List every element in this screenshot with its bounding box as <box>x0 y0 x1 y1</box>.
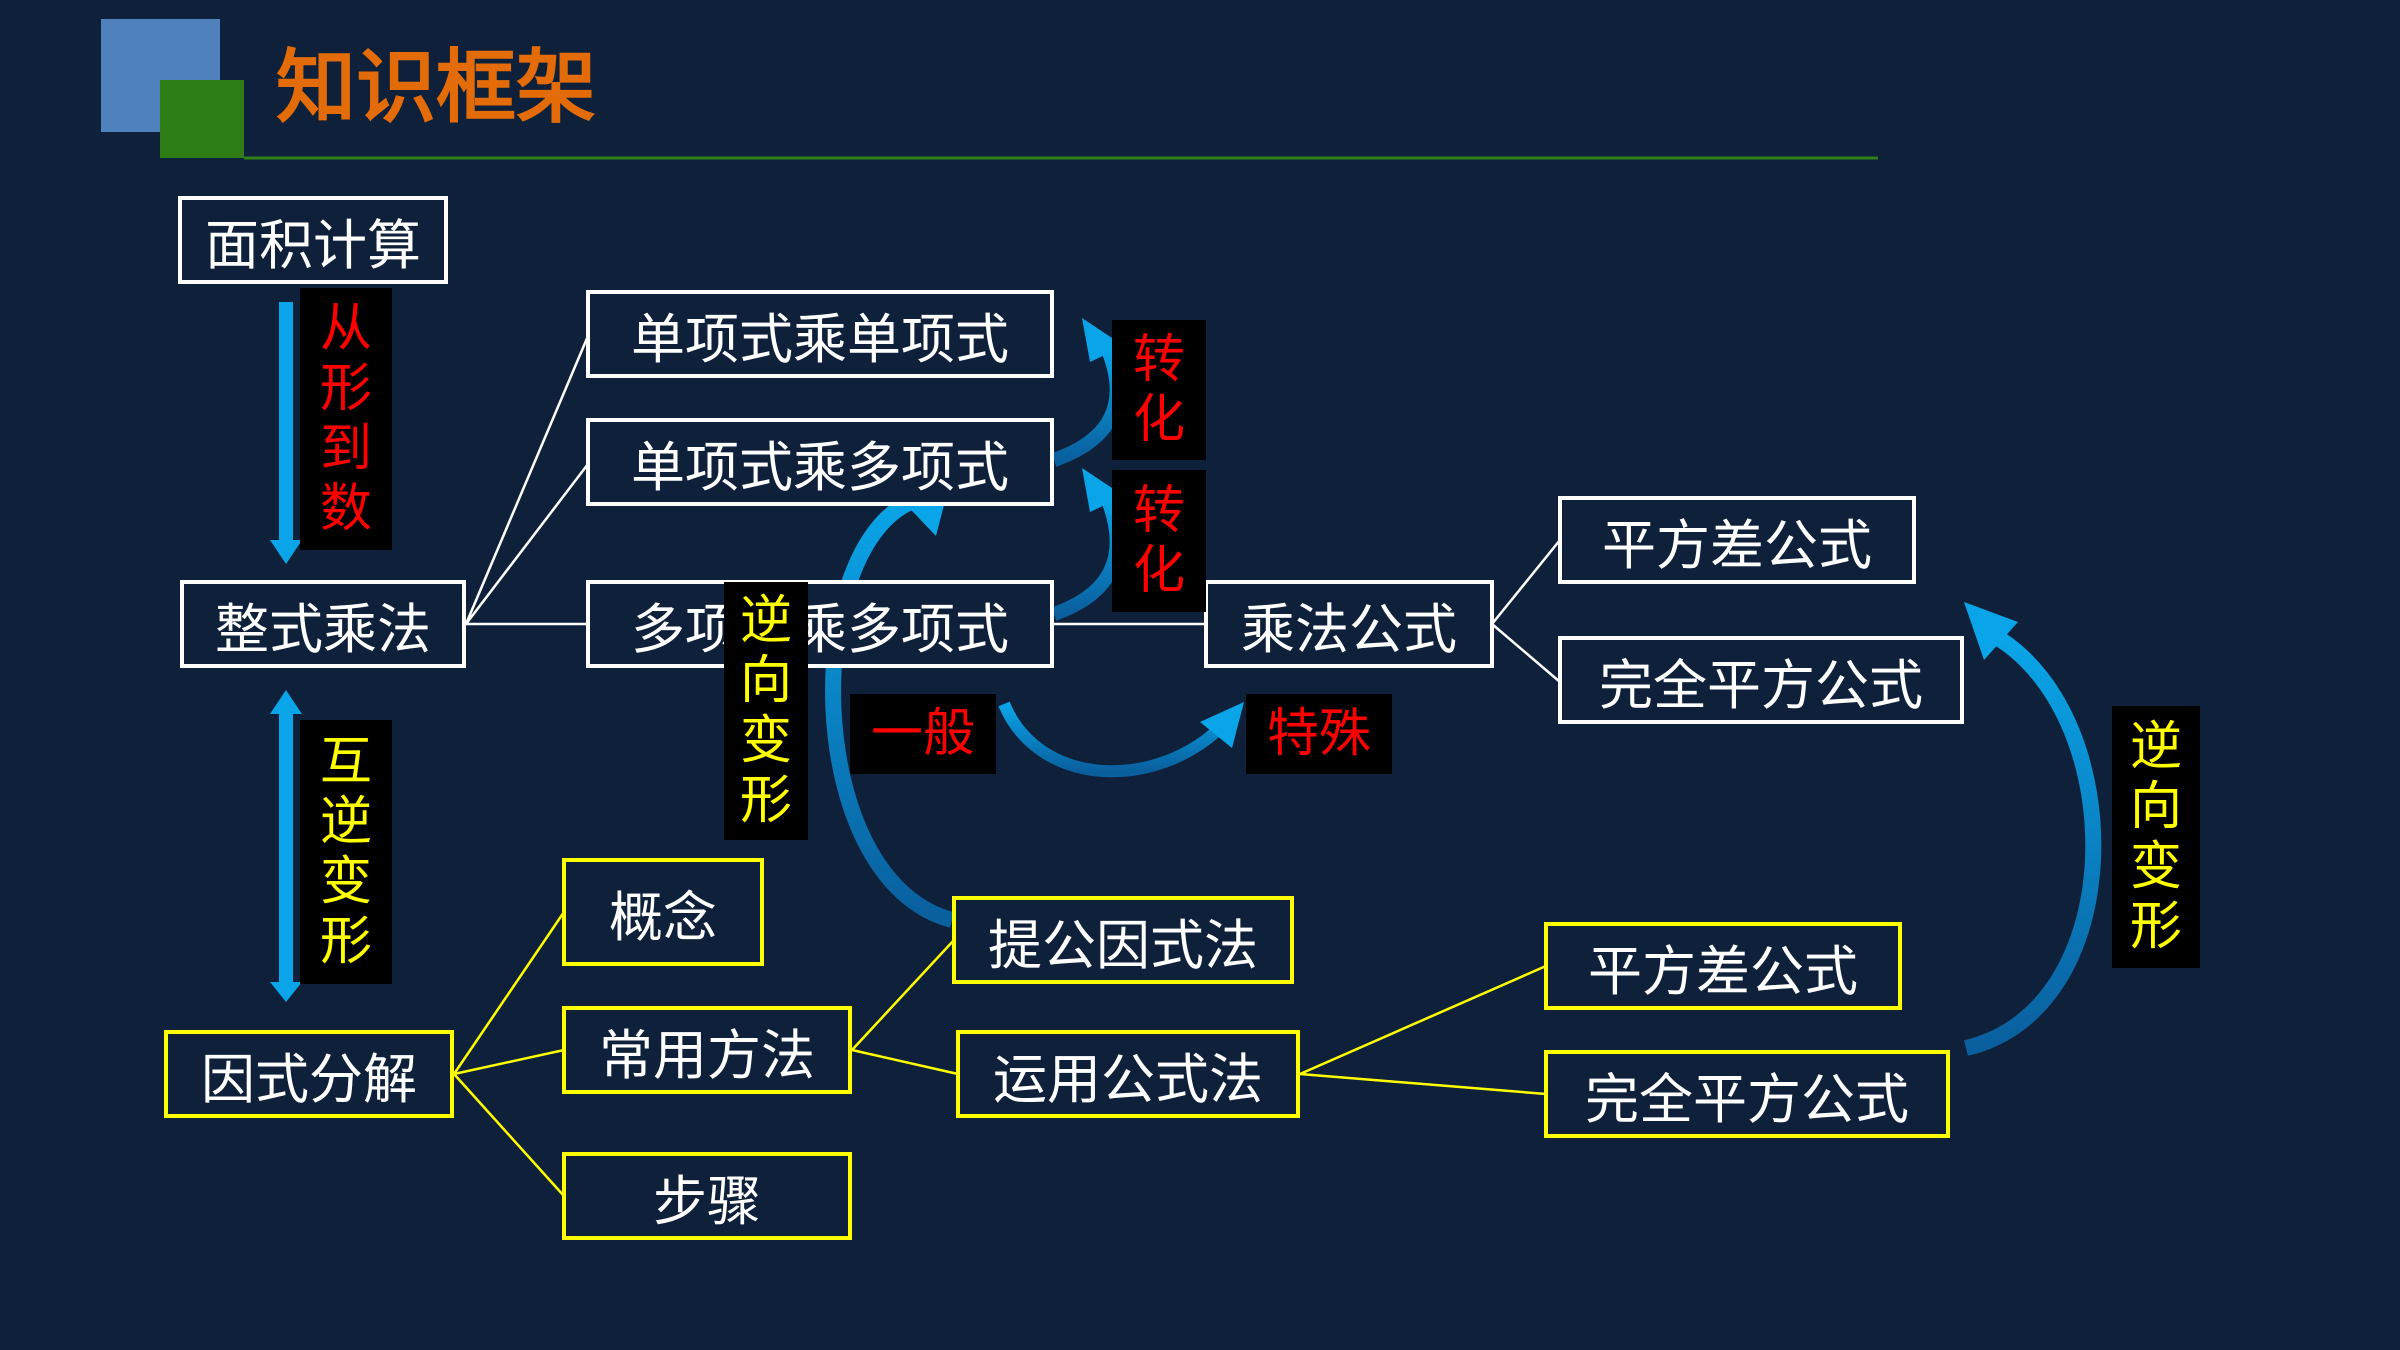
box-perfect-square-top: 完全平方公式 <box>1558 636 1964 724</box>
yellow-connectors <box>452 911 1547 1197</box>
box-perfect-square-bottom: 完全平方公式 <box>1544 1050 1950 1138</box>
box-steps: 步骤 <box>562 1152 852 1240</box>
box-use-formula: 运用公式法 <box>956 1030 1300 1118</box>
reverse-arc-right <box>1964 602 2102 1056</box>
tag-general: 一般 <box>850 694 996 774</box>
box-common-methods: 常用方法 <box>562 1006 852 1094</box>
white-connectors <box>464 335 1561 683</box>
box-concept: 概念 <box>562 858 764 966</box>
logo-square-green <box>160 80 244 158</box>
page-title: 知识框架 <box>276 41 596 134</box>
box-poly-poly: 多项式乘多项式 <box>586 580 1054 668</box>
tag-special: 特殊 <box>1246 694 1392 774</box>
box-mult-formula: 乘法公式 <box>1204 580 1494 668</box>
general-special-arrow <box>998 701 1244 778</box>
box-diff-squares-bottom: 平方差公式 <box>1544 922 1902 1010</box>
box-poly-mult: 整式乘法 <box>180 580 466 668</box>
box-mono-poly: 单项式乘多项式 <box>586 418 1054 506</box>
box-mono-mono: 单项式乘单项式 <box>586 290 1054 378</box>
box-area-calc: 面积计算 <box>178 196 448 284</box>
tag-transform-bottom: 转 化 <box>1112 470 1206 612</box>
box-common-factor: 提公因式法 <box>952 896 1294 984</box>
tag-reverse-left: 逆 向 变 形 <box>724 582 808 840</box>
double-arrow-vertical <box>270 690 302 1002</box>
tag-shape-to-number: 从 形 到 数 <box>300 288 392 550</box>
tag-transform-top: 转 化 <box>1112 320 1206 460</box>
tag-mutual-inverse: 互 逆 变 形 <box>300 720 392 984</box>
tag-reverse-right: 逆 向 变 形 <box>2112 706 2200 968</box>
vertical-arrow-down <box>270 302 302 564</box>
box-diff-squares-top: 平方差公式 <box>1558 496 1916 584</box>
box-factorize: 因式分解 <box>164 1030 454 1118</box>
